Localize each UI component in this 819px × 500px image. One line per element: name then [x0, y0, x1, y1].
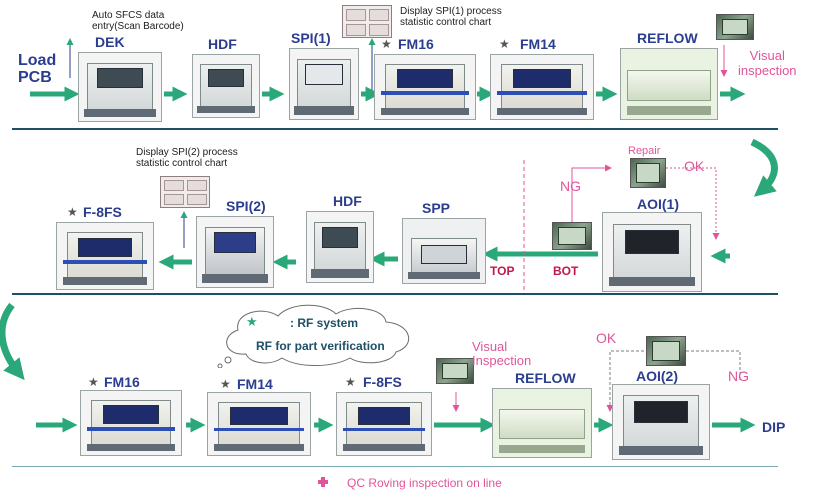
visual2-label: Visual Inspection: [472, 340, 531, 368]
reflow-label: REFLOW: [637, 30, 698, 46]
spi1-label: SPI(1): [291, 30, 331, 46]
visual-line2: inspection: [738, 63, 797, 78]
ok-label: OK: [684, 158, 705, 174]
visual2-photo: [436, 358, 474, 384]
spi1-chart-image: [342, 5, 392, 38]
spi1-machine: [289, 48, 359, 120]
hdf2-machine: [306, 211, 374, 283]
f8fs-machine: [56, 222, 154, 290]
reflow2-machine: [492, 388, 592, 458]
row-separator: [12, 293, 778, 295]
spi2-note-line1: Display SPI(2) process: [136, 147, 238, 158]
visual-line1: Visual: [749, 48, 785, 63]
rf-cloud-callout: [217, 304, 410, 368]
spi2-machine: [196, 216, 274, 288]
fm16-machine: [374, 54, 476, 120]
dek-label: DEK: [95, 34, 125, 50]
fm14-label: FM14: [520, 36, 556, 52]
spi2-note-line2: statistic control chart: [136, 158, 228, 169]
spi2-chart-image: [160, 176, 210, 208]
reflow-machine: [620, 48, 718, 120]
aoi1-label: AOI(1): [637, 196, 679, 212]
aoi2-label: AOI(2): [636, 368, 678, 384]
aoi2-machine: [612, 384, 710, 460]
pink-cross-icon: [318, 477, 328, 487]
sfcs-note-line2: entry(Scan Barcode): [92, 21, 184, 32]
visual2-line1: Visual: [472, 339, 508, 354]
load-pcb-label: Load PCB: [18, 52, 56, 86]
ok-loop-line: [666, 167, 720, 240]
bot-photo: [552, 222, 592, 250]
spi2-label: SPI(2): [226, 198, 266, 214]
curved-arrow-icon: [750, 138, 778, 197]
fm14-machine: [490, 54, 594, 120]
spi1-note-line2: statistic control chart: [400, 17, 492, 28]
ng-loop-line: [571, 164, 612, 222]
star-icon: ★: [67, 205, 78, 219]
fm14b-machine: [207, 392, 311, 456]
cloud-line1: : RF system: [290, 316, 359, 330]
ok2-label: OK: [596, 330, 617, 346]
green-star-icon: ★: [246, 314, 258, 329]
visual2-line2: Inspection: [472, 353, 532, 368]
load-pcb-line1: Load: [18, 52, 57, 69]
repair-label: Repair: [628, 145, 661, 157]
footer-separator: [12, 466, 778, 467]
f8fs-b-machine: [336, 392, 432, 456]
top-label: TOP: [490, 264, 515, 278]
sfcs-note-line1: Auto SFCS data: [92, 10, 165, 21]
fm16-label: FM16: [398, 36, 434, 52]
spp-machine: [402, 218, 486, 284]
aoi2-repair-photo: [646, 336, 686, 366]
reflow2-label: REFLOW: [515, 370, 576, 386]
qc-roving-label: QC Roving inspection on line: [347, 476, 502, 490]
cloud-line2: RF for part verification: [256, 339, 385, 353]
star-icon: ★: [345, 375, 356, 389]
hdf-label: HDF: [208, 36, 237, 52]
spi1-note-line1: Display SPI(1) process: [400, 6, 502, 17]
row-separator: [12, 128, 778, 130]
visual-inspection-label: Visual inspection: [738, 48, 797, 78]
f8fs-b-label: F-8FS: [363, 374, 402, 390]
star-icon: ★: [88, 375, 99, 389]
f8fs-label: F-8FS: [83, 204, 122, 220]
fm16b-machine: [80, 390, 182, 456]
fm16b-label: FM16: [104, 374, 140, 390]
dek-machine: [78, 52, 162, 122]
ng2-label: NG: [728, 368, 749, 384]
spi2-note: Display SPI(2) process statistic control…: [136, 147, 238, 169]
load-pcb-line2: PCB: [18, 69, 52, 86]
curved-arrow-icon: [0, 302, 25, 381]
sfcs-note: Auto SFCS data entry(Scan Barcode): [92, 10, 184, 32]
repair-photo: [630, 158, 666, 188]
spp-label: SPP: [422, 200, 451, 216]
hdf2-label: HDF: [333, 193, 362, 209]
visual-inspection-photo: [716, 14, 754, 40]
fm14b-label: FM14: [237, 376, 273, 392]
spi1-note: Display SPI(1) process statistic control…: [400, 6, 502, 28]
aoi1-machine: [602, 212, 702, 292]
star-icon: ★: [220, 377, 231, 391]
bot-label: BOT: [553, 264, 579, 278]
star-icon: ★: [499, 37, 510, 51]
ng-label: NG: [560, 178, 581, 194]
dip-label: DIP: [762, 419, 786, 435]
hdf-machine: [192, 54, 260, 118]
star-icon: ★: [381, 37, 392, 51]
